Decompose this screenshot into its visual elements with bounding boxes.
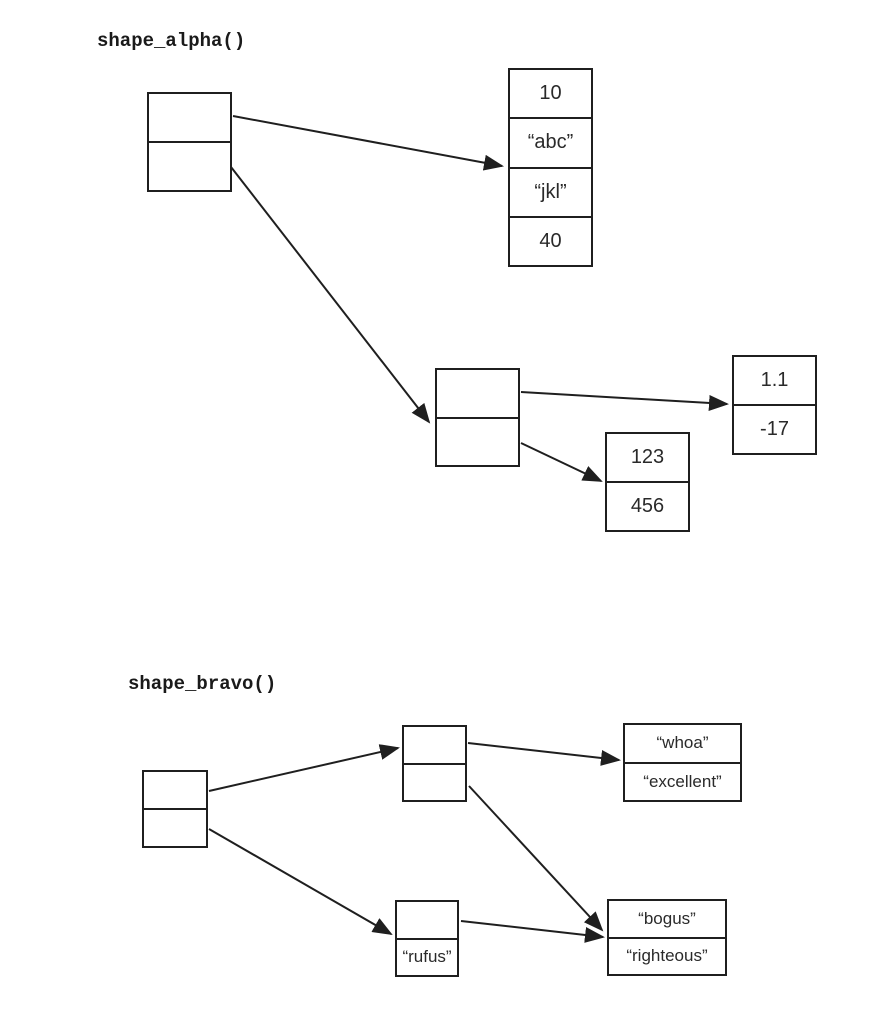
alpha-root-box <box>147 92 232 192</box>
arrow-bravo-top1-to-bogus <box>468 785 604 932</box>
alpha-pair-mid-cell-1: 456 <box>607 481 688 530</box>
bravo-top-cell-1 <box>404 762 465 801</box>
alpha-pair-right-cell-1: -17 <box>734 404 815 453</box>
arrow-alpha-root0-to-quad <box>232 115 504 171</box>
bravo-whoa-cell-1: “excellent” <box>625 761 740 801</box>
arrow-alpha-root1-to-inner <box>230 166 431 424</box>
arrow-bravo-top0-to-whoa <box>467 742 621 766</box>
bravo-function-label: shape_bravo() <box>128 673 277 695</box>
bravo-rufus-cell-0 <box>397 902 457 938</box>
bravo-root-cell-1 <box>144 808 206 846</box>
alpha-inner-box <box>435 368 520 467</box>
alpha-pair-mid-cell-0: 123 <box>630 446 665 468</box>
alpha-root-cell-0 <box>149 94 230 141</box>
alpha-pair-right-cell-0: 1.1 <box>760 369 789 391</box>
bravo-bogus-cell-0: “bogus” <box>638 908 696 928</box>
bravo-root-cell-0 <box>144 772 206 808</box>
alpha-root-cell-1 <box>149 141 230 190</box>
bravo-top-cell-0 <box>404 727 465 763</box>
alpha-function-label: shape_alpha() <box>97 30 246 52</box>
bravo-rufus-cell-1: “rufus” <box>397 937 457 976</box>
bravo-bogus-box: “bogus” “righteous” <box>607 899 727 976</box>
alpha-pair-right-box: 1.1 -17 <box>732 355 817 455</box>
arrow-alpha-inner1-to-pair-mid <box>520 442 603 482</box>
alpha-inner-cell-1 <box>437 416 518 466</box>
alpha-quad-box: 10 “abc” “jkl” 40 <box>508 68 593 267</box>
bravo-rufus-box: “rufus” <box>395 900 459 977</box>
bravo-bogus-cell-1: “righteous” <box>609 936 725 975</box>
arrow-bravo-root0-to-top <box>208 744 400 792</box>
alpha-quad-cell-3: 40 <box>510 215 591 265</box>
alpha-quad-cell-2: “jkl” <box>510 166 591 216</box>
bravo-top-box <box>402 725 467 802</box>
bravo-whoa-box: “whoa” “excellent” <box>623 723 742 802</box>
arrow-bravo-root1-to-rufus <box>208 828 393 935</box>
arrow-bravo-rufus0-to-bogus <box>460 920 605 943</box>
alpha-quad-cell-1: “abc” <box>510 117 591 166</box>
alpha-inner-cell-0 <box>437 370 518 417</box>
bravo-whoa-cell-0: “whoa” <box>656 733 709 753</box>
alpha-pair-mid-box: 123 456 <box>605 432 690 532</box>
arrow-alpha-inner0-to-pair-right <box>520 391 729 411</box>
bravo-root-box <box>142 770 208 848</box>
alpha-quad-cell-0: 10 <box>539 82 562 105</box>
